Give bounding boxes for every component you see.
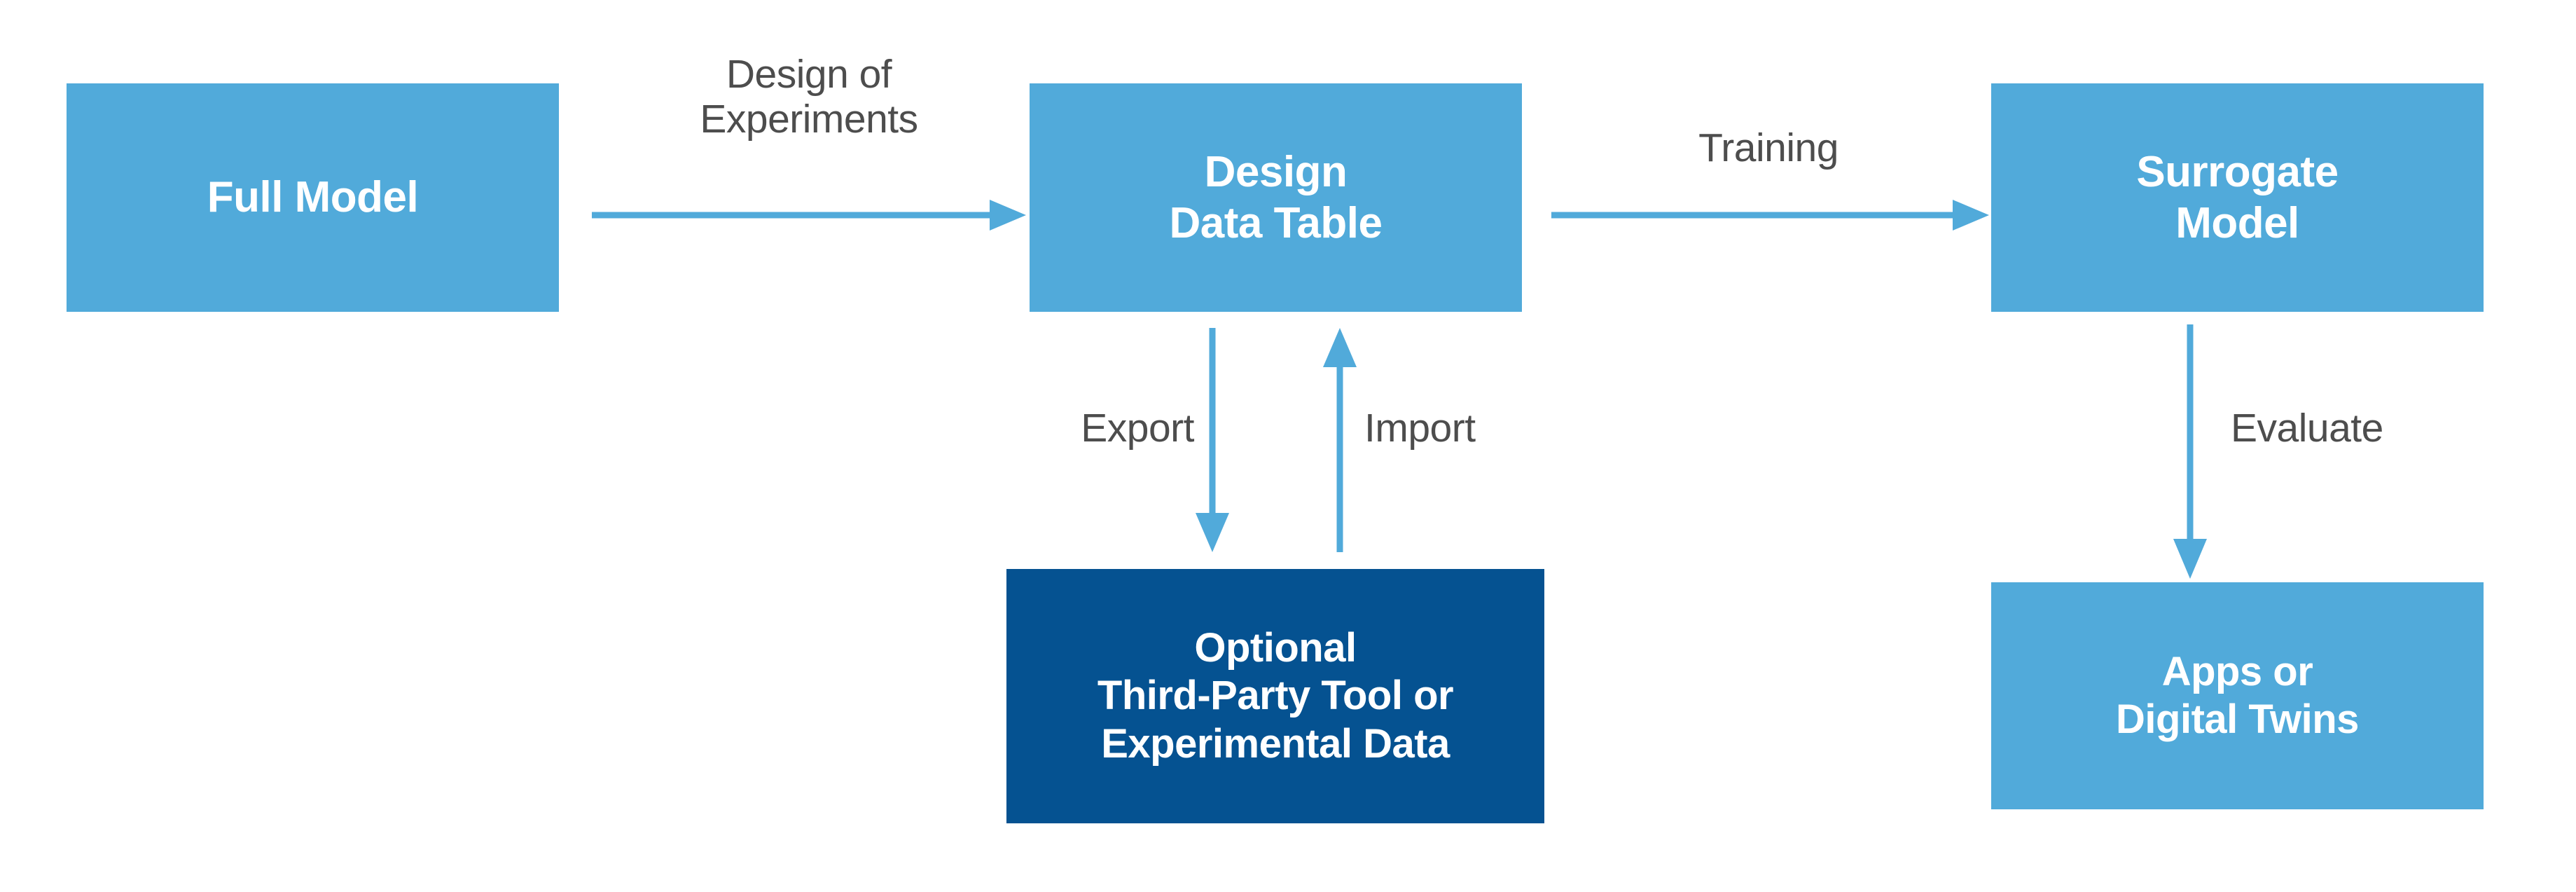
arrow-design-of-experiments [592,200,1026,231]
node-full-model[interactable]: Full Model [67,83,559,312]
edge-label-evaluate: Evaluate [2231,406,2383,451]
arrow-evaluate [2173,324,2207,579]
node-third-party-tool[interactable]: Optional Third-Party Tool or Experimenta… [1006,569,1544,823]
arrow-export [1196,328,1229,552]
node-apps-digital-twins[interactable]: Apps or Digital Twins [1991,582,2484,809]
edge-label-export: Export [1081,406,1194,451]
node-surrogate-model-label: Surrogate Model [2136,147,2339,247]
edge-label-design-of-experiments: Design of Experiments [700,52,918,142]
node-apps-digital-twins-label: Apps or Digital Twins [2116,648,2359,742]
node-full-model-label: Full Model [207,173,419,222]
node-third-party-tool-label: Optional Third-Party Tool or Experimenta… [1097,624,1454,767]
arrow-import [1323,328,1357,552]
node-design-data-table-label: Design Data Table [1169,147,1383,247]
node-surrogate-model[interactable]: Surrogate Model [1991,83,2484,312]
edge-label-import: Import [1364,406,1476,451]
edge-label-training: Training [1698,125,1838,170]
arrow-training [1551,200,1989,231]
node-design-data-table[interactable]: Design Data Table [1030,83,1522,312]
